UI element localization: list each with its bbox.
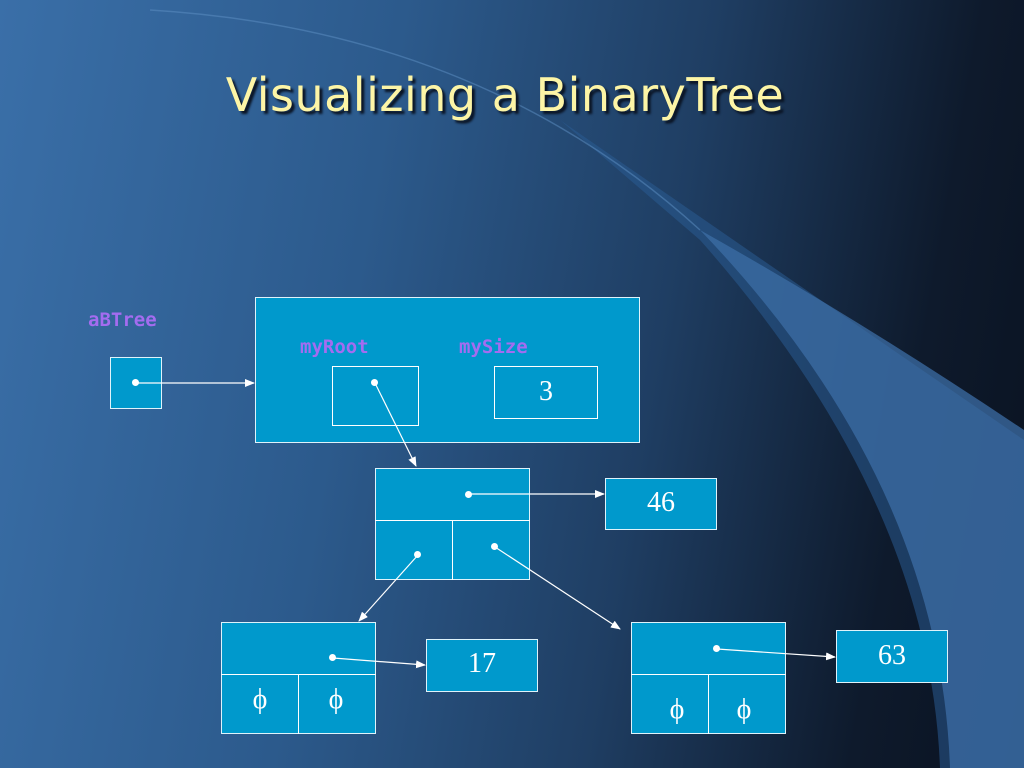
right-item-value: 63 [878,640,906,671]
root-pointer-dot [371,379,378,386]
root-right-pointer-dot [491,543,498,550]
left-item-box [426,639,538,692]
left-item-pointer-dot [329,654,336,661]
right-item-pointer-dot [713,645,720,652]
root-left-pointer-dot [414,551,421,558]
variable-label: aBTree [88,309,157,331]
root-to-node-arrow [374,382,417,467]
root-field-label: myRoot [300,336,369,358]
left-item-value: 17 [468,648,496,679]
variable-pointer-dot [132,379,139,386]
right-node-split [708,674,709,734]
size-value: 3 [539,376,553,407]
root-item-value: 46 [647,487,675,518]
root-right-arrow [494,546,621,630]
root-item-pointer-dot [465,491,472,498]
left-node-right-null: ϕ [328,684,344,715]
size-field-label: mySize [459,336,528,358]
slide-title: Visualizing a BinaryTree [225,68,785,122]
right-node-right-null: ϕ [736,694,752,725]
root-item-box [605,478,717,530]
right-item-box [836,630,948,683]
root-field-box [332,366,419,426]
left-item-arrow [332,657,426,669]
root-node-split [452,520,453,580]
right-node-left-null: ϕ [669,694,685,725]
right-item-arrow [716,648,836,661]
left-node-split [298,674,299,734]
root-left-arrow [358,554,419,622]
size-field-box [494,366,598,419]
left-node-left-null: ϕ [252,684,268,715]
